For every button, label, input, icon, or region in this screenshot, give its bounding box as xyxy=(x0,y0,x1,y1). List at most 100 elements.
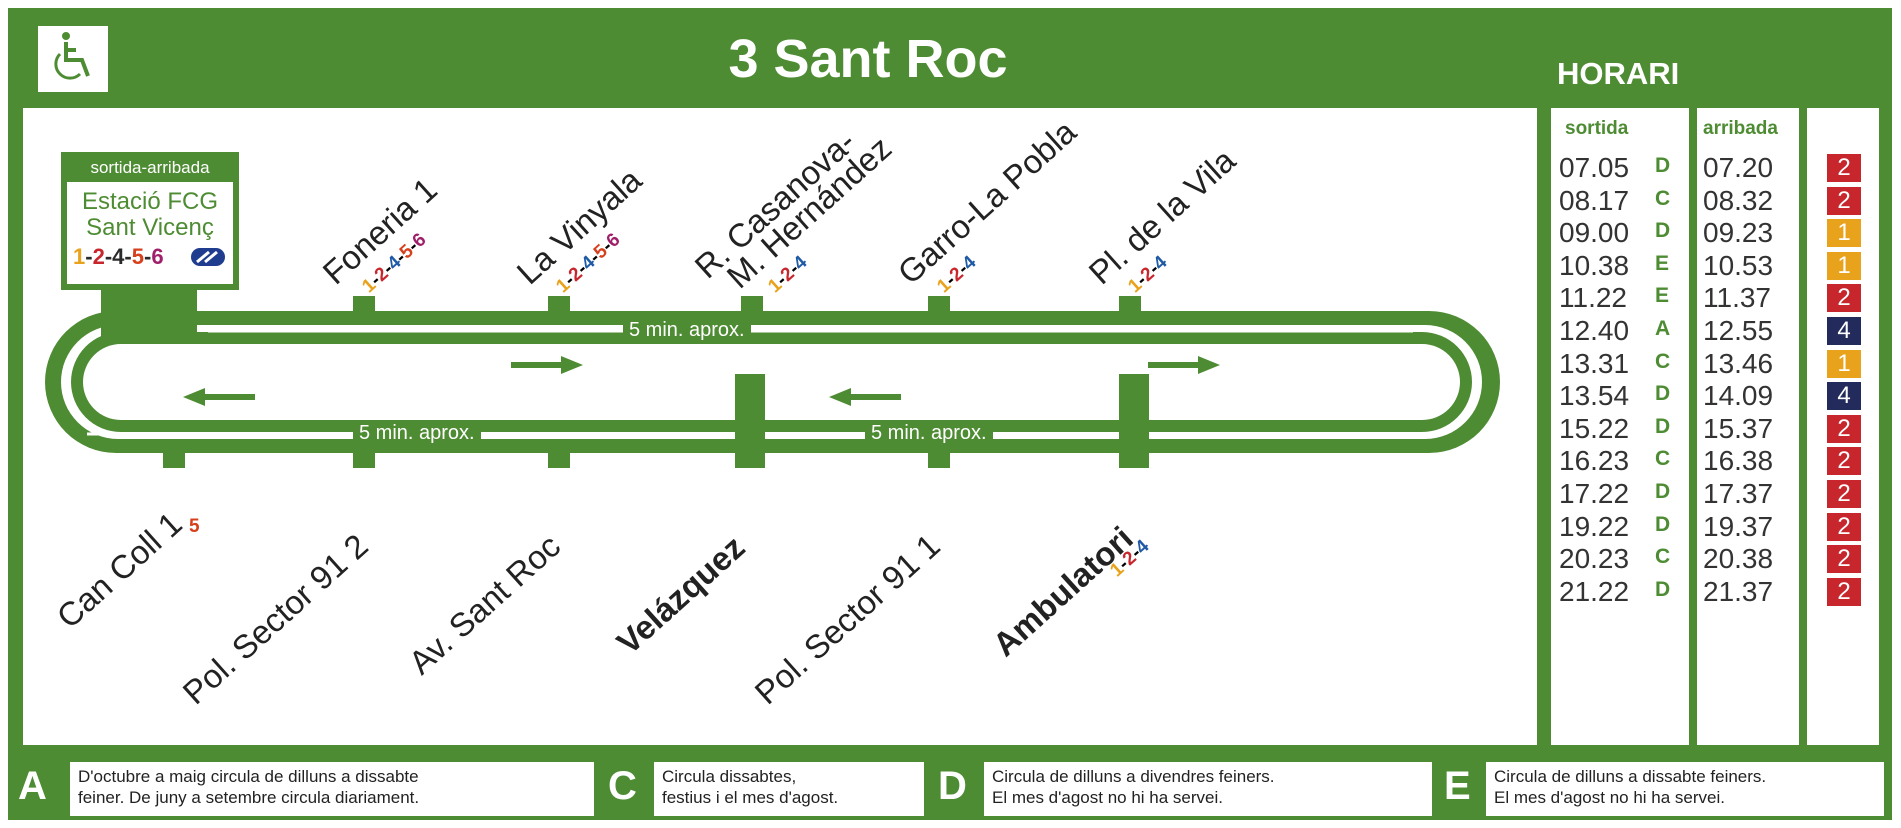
stop-marker xyxy=(163,450,185,468)
service-code: D xyxy=(1655,480,1671,503)
terminal-box: sortida-arribada Estació FCG Sant Vicenç… xyxy=(61,152,239,290)
departure-time: 17.22 xyxy=(1559,478,1630,509)
service-code: D xyxy=(1655,414,1671,438)
col-header-departure: sortida xyxy=(1565,118,1629,139)
travel-time-top: 5 min. aprox. xyxy=(623,319,751,342)
arrival-time: 08.32 xyxy=(1703,184,1774,216)
legend-d-line-1: Circula de dilluns a divendres feiners. xyxy=(992,767,1275,786)
horari-heading: HORARI xyxy=(1557,56,1680,91)
departure-time: 19.22 xyxy=(1559,510,1630,542)
legend-e-line-2: El mes d'agost no hi ha servei. xyxy=(1494,788,1725,807)
service-code: E xyxy=(1655,284,1670,308)
legend-c-line-2: festius i el mes d'agost. xyxy=(662,788,839,807)
legend-e-line-1: Circula de dilluns a dissabte feiners. xyxy=(1494,767,1767,786)
stop-marker xyxy=(928,296,950,314)
wheelchair-accessible-icon xyxy=(38,26,108,92)
stop-lines-can-coll: 5 xyxy=(189,516,200,537)
travel-time-bottom-left: 5 min. aprox. xyxy=(353,422,481,445)
legend-box-e: Circula de dilluns a dissabte feiners. E… xyxy=(1486,762,1884,816)
line-badge: 2 xyxy=(1827,577,1861,606)
line-badge: 2 xyxy=(1827,545,1861,574)
travel-time-bottom-right: 5 min. aprox. xyxy=(865,422,993,445)
arrival-time: 10.53 xyxy=(1703,249,1774,281)
arrival-time: 12.55 xyxy=(1703,315,1774,346)
line-badge: 2 xyxy=(1827,284,1861,313)
service-code: D xyxy=(1655,154,1671,177)
legend-code-d: D xyxy=(938,764,967,808)
legend-a-line-2: feiner. De juny a setembre circula diari… xyxy=(78,788,420,807)
terminal-label: sortida-arribada xyxy=(90,158,210,177)
legend-box-c: Circula dissabtes, festius i el mes d'ag… xyxy=(654,762,924,816)
departure-time: 09.00 xyxy=(1559,217,1630,249)
arrival-time: 13.46 xyxy=(1703,347,1774,379)
line-badge: 1 xyxy=(1827,219,1861,248)
stop-marker xyxy=(548,450,570,468)
schedule-arrivals-column xyxy=(1697,108,1799,745)
arrival-time: 11.37 xyxy=(1703,282,1771,314)
departure-time: 10.38 xyxy=(1559,249,1630,281)
stop-marker-velazquez xyxy=(735,374,765,468)
schedule-departures-column xyxy=(1551,108,1689,745)
stop-marker xyxy=(928,450,950,468)
service-code: D xyxy=(1655,219,1671,243)
line-badge: 4 xyxy=(1827,317,1861,345)
line-badge: 2 xyxy=(1827,447,1861,476)
service-code: C xyxy=(1655,447,1671,471)
service-code: C xyxy=(1655,349,1671,373)
arrival-time: 19.37 xyxy=(1703,510,1774,542)
legend-a-line-1: D'octubre a maig circula de dilluns a di… xyxy=(78,767,419,786)
service-code: D xyxy=(1655,577,1671,601)
terminal-name-2: Sant Vicenç xyxy=(86,214,214,241)
legend-d-line-2: El mes d'agost no hi ha servei. xyxy=(992,788,1223,807)
poster-board: 3 Sant Roc HORARI sortida-arribada Estac… xyxy=(8,8,1892,820)
arrival-time: 16.38 xyxy=(1703,445,1774,477)
legend-box-d: Circula de dilluns a divendres feiners. … xyxy=(984,762,1432,816)
departure-time: 07.05 xyxy=(1559,152,1630,183)
departure-time: 15.22 xyxy=(1559,412,1630,444)
train-logo-icon xyxy=(191,248,225,266)
terminal-name-1: Estació FCG xyxy=(81,188,219,215)
service-code: A xyxy=(1655,317,1671,340)
departure-time: 08.17 xyxy=(1559,184,1630,216)
stop-marker xyxy=(353,450,375,468)
line-badge: 4 xyxy=(1827,382,1861,411)
line-badge: 1 xyxy=(1827,349,1861,378)
stop-marker xyxy=(741,296,763,314)
stop-marker xyxy=(1119,296,1141,314)
legend-code-c: C xyxy=(608,764,637,808)
terminal-stop-block xyxy=(101,290,197,338)
service-code: E xyxy=(1655,251,1670,275)
col-header-arrival: arribada xyxy=(1703,118,1778,139)
departure-time: 11.22 xyxy=(1559,282,1627,314)
arrival-time: 09.23 xyxy=(1703,217,1774,249)
departure-time: 16.23 xyxy=(1559,445,1630,477)
legend-box-a: D'octubre a maig circula de dilluns a di… xyxy=(70,762,594,816)
service-code: D xyxy=(1655,512,1671,536)
legend-c-line-1: Circula dissabtes, xyxy=(662,767,797,786)
service-code: C xyxy=(1655,545,1671,569)
line-badge: 2 xyxy=(1827,480,1861,508)
legend-code-e: E xyxy=(1444,764,1471,808)
stop-marker-ambulatori xyxy=(1119,374,1149,468)
service-code: D xyxy=(1655,382,1671,406)
departure-time: 13.31 xyxy=(1559,347,1630,379)
arrival-time: 20.38 xyxy=(1703,543,1774,575)
arrival-time: 14.09 xyxy=(1703,380,1774,412)
arrival-time: 07.20 xyxy=(1703,152,1774,183)
line-badge: 2 xyxy=(1827,512,1861,541)
stop-marker xyxy=(353,296,375,314)
departure-time: 20.23 xyxy=(1559,543,1630,575)
departure-time: 12.40 xyxy=(1559,315,1630,346)
departure-time: 13.54 xyxy=(1559,380,1630,412)
line-badge: 2 xyxy=(1827,186,1861,215)
stop-marker xyxy=(548,296,570,314)
line-badge: 1 xyxy=(1827,251,1861,280)
direction-arrows xyxy=(183,356,1220,406)
line-badge: 2 xyxy=(1827,154,1861,182)
departure-time: 21.22 xyxy=(1559,575,1630,607)
terminal-lines: 1-2-4-5-6 xyxy=(73,244,164,269)
arrival-time: 17.37 xyxy=(1703,478,1774,509)
route-map: sortida-arribada Estació FCG Sant Vicenç… xyxy=(23,108,1537,745)
